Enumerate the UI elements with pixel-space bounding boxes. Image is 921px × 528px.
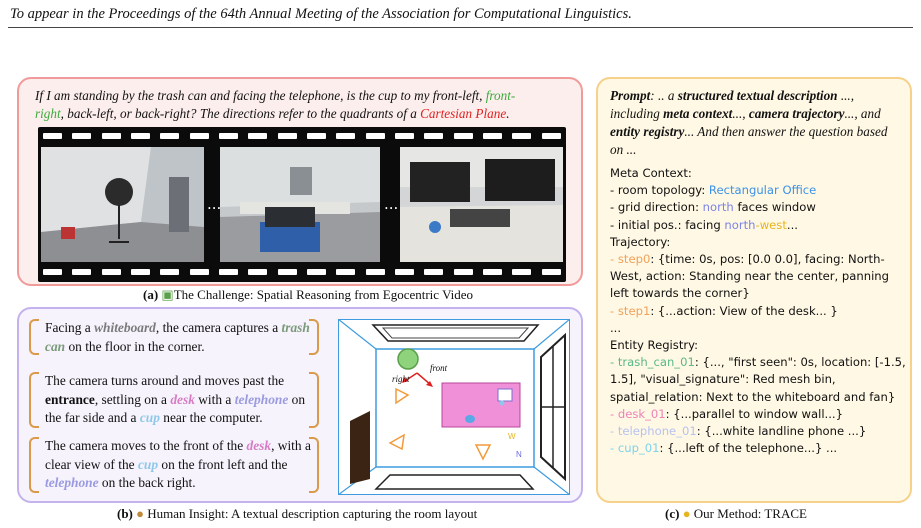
caption-b: (b) ● Human Insight: A textual descripti… <box>117 506 478 521</box>
traj-more: ... <box>610 320 622 335</box>
right-label: right <box>392 374 410 384</box>
prompt-text: Prompt: .. a structured textual descript… <box>610 88 888 157</box>
trace-panel: Prompt: .. a structured textual descript… <box>596 77 912 503</box>
trace-description: Meta Context: - room topology: Rectangul… <box>610 165 906 457</box>
north-label: N <box>516 450 522 459</box>
video-frame-1 <box>41 147 204 262</box>
film-holes-bottom <box>38 269 566 275</box>
front-right-highlight: front- <box>485 88 516 103</box>
entity-trash: - trash_can_01: {..., "first seen": 0s, … <box>610 355 906 404</box>
video-filmstrip: ... ... <box>38 127 566 282</box>
entity-desk: - desk_01: {...parallel to window wall..… <box>610 406 843 421</box>
question-text: If I am standing by the trash can and fa… <box>35 88 516 121</box>
traj-step0: - step0: {time: 0s, pos: [0.0 0.0], faci… <box>610 252 889 301</box>
meta-title: Meta Context: <box>610 166 692 180</box>
traj-step1: - step1: {...action: View of the desk...… <box>610 303 838 318</box>
challenge-panel: If I am standing by the trash can and fa… <box>17 77 583 286</box>
camera-cone-3 <box>474 444 492 461</box>
lightbulb-icon: ● <box>682 506 691 521</box>
meta-initial: - initial pos.: facing north-west... <box>610 217 798 232</box>
cup-icon <box>499 400 505 406</box>
proceedings-header: To appear in the Proceedings of the 64th… <box>10 6 632 22</box>
robot-icon: ▣ <box>161 287 174 302</box>
brace-left-3 <box>29 437 39 493</box>
meta-room: - room topology: Rectangular Office <box>610 183 817 198</box>
video-frame-2 <box>220 147 380 262</box>
brace-right-2 <box>309 372 319 428</box>
header-rule <box>8 27 913 28</box>
frame-ellipsis-1: ... <box>207 195 222 213</box>
meta-grid: - grid direction: north faces window <box>610 200 816 215</box>
brace-right-3 <box>309 437 319 493</box>
camera-cone-2 <box>388 433 405 451</box>
trash-can-icon <box>397 348 419 370</box>
video-frame-3 <box>400 147 563 262</box>
person-icon: ● <box>136 506 144 521</box>
west-label: W <box>508 432 516 441</box>
caption-a: (a) ▣The Challenge: Spatial Reasoning fr… <box>143 287 474 302</box>
frame-ellipsis-2: ... <box>384 195 399 213</box>
brace-right-1 <box>309 319 319 355</box>
entity-cup: - cup_01: {...left of the telephone...} … <box>610 441 838 456</box>
whiteboard-shape <box>371 324 540 342</box>
entrance-door <box>350 411 370 484</box>
cartesian-plane-highlight: Cartesian Plane <box>420 106 507 121</box>
telephone-icon <box>497 388 513 402</box>
entity-telephone: - telephone_01: {...white landline phone… <box>610 424 867 439</box>
room-layout-map: front right W N <box>338 319 570 495</box>
front-label: front <box>430 363 448 373</box>
camera-cone-1 <box>395 387 410 405</box>
entity-title: Entity Registry: <box>610 338 699 353</box>
trajectory-title: Trajectory: <box>610 234 671 249</box>
brace-left-1 <box>29 319 39 355</box>
human-insight-panel: Facing a whiteboard, the camera captures… <box>17 307 583 503</box>
film-holes-top <box>38 133 566 139</box>
brace-left-2 <box>29 372 39 428</box>
caption-c: (c) ● Our Method: TRACE <box>665 506 807 521</box>
